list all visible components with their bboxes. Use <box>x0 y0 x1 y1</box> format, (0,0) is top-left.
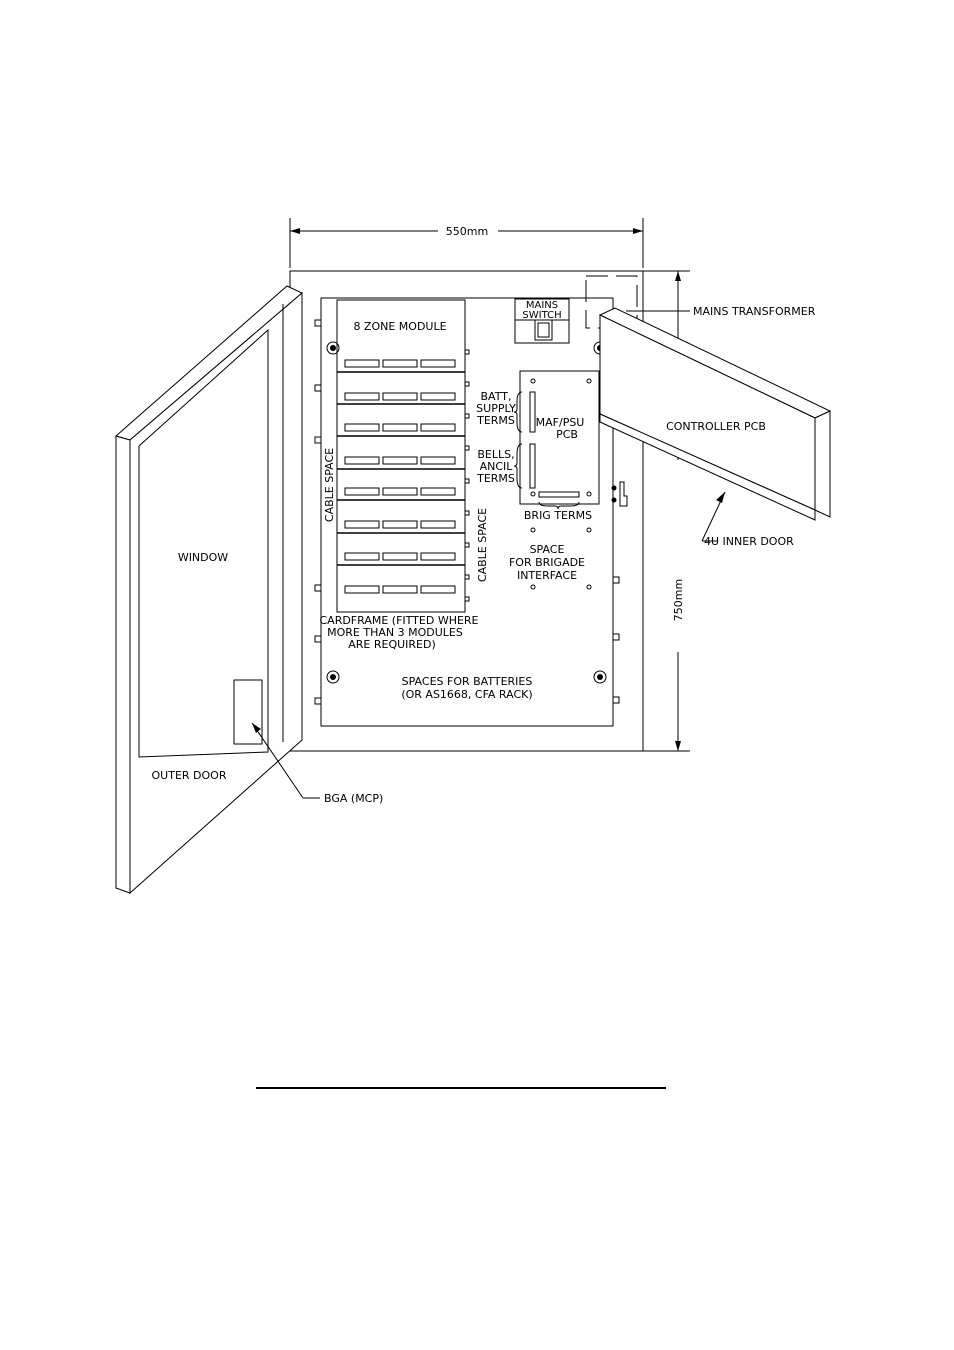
inner-door: CONTROLLER PCB <box>598 307 832 521</box>
mounting-stud <box>326 341 340 355</box>
module-connector-row <box>337 456 470 484</box>
batteries-label: SPACES FOR BATTERIES <box>402 675 533 688</box>
outer-door: WINDOW OUTER DOOR <box>114 285 303 895</box>
cardframe-label: MORE THAN 3 MODULES <box>327 626 463 639</box>
mains-transformer-label: MAINS TRANSFORMER <box>693 305 816 318</box>
batteries-label: (OR AS1668, CFA RACK) <box>401 688 532 701</box>
batt-terms-label: TERMS <box>476 414 515 427</box>
module-connector-row <box>337 423 470 451</box>
mounting-stud <box>593 670 607 684</box>
mains-switch: MAINS SWITCH <box>514 298 570 344</box>
mains-switch-label: MAINS <box>526 300 558 311</box>
module-connector-row <box>337 520 470 548</box>
maf-psu-label: MAF/PSU <box>536 416 585 429</box>
cable-space-right-label: CABLE SPACE <box>476 508 489 582</box>
width-label: 550mm <box>446 225 488 238</box>
module-connector-row <box>344 585 470 602</box>
outer-door-label: OUTER DOOR <box>152 769 227 782</box>
cardframe-label: CARDFRAME (FITTED WHERE <box>319 614 478 627</box>
cardframe-label: ARE REQUIRED) <box>348 638 436 651</box>
module-connector-row <box>337 552 470 580</box>
brig-terms-label: BRIG TERMS <box>524 509 592 522</box>
lock-icon <box>611 481 628 507</box>
height-label: 750mm <box>672 579 685 621</box>
bga-label: BGA (MCP) <box>324 792 383 805</box>
batt-terms-label: BATT, <box>481 390 512 403</box>
maf-psu-pcb: MAF/PSU PCB <box>519 370 600 505</box>
brigade-space-label: SPACE <box>530 543 565 556</box>
batt-terms-label: SUPPLY <box>476 402 516 415</box>
brigade-interface-space: SPACE FOR BRIGADE INTERFACE <box>509 527 592 590</box>
module-connector-row <box>337 349 470 387</box>
brigade-space-label: FOR BRIGADE <box>509 556 585 569</box>
inner-door-label: 4U INNER DOOR <box>704 535 794 548</box>
brigade-space-label: INTERFACE <box>517 569 577 582</box>
zone-module-label: 8 ZONE MODULE <box>353 320 446 333</box>
bells-terms-label: BELLS, <box>477 448 514 461</box>
controller-pcb-label: CONTROLLER PCB <box>666 420 766 433</box>
maf-psu-label: PCB <box>556 428 578 441</box>
window-label: WINDOW <box>178 551 228 564</box>
bells-terms-label: ANCIL <box>480 460 514 473</box>
module-connector-row <box>337 392 470 419</box>
mounting-stud <box>326 670 340 684</box>
cable-space-left-label: CABLE SPACE <box>323 448 336 522</box>
mains-switch-label: SWITCH <box>522 310 561 321</box>
card-frame: 8 ZONE MODULE <box>336 299 470 613</box>
width-dimension: 550mm <box>289 218 644 268</box>
module-connector-row <box>337 487 470 516</box>
bells-terms-label: TERMS <box>476 472 515 485</box>
